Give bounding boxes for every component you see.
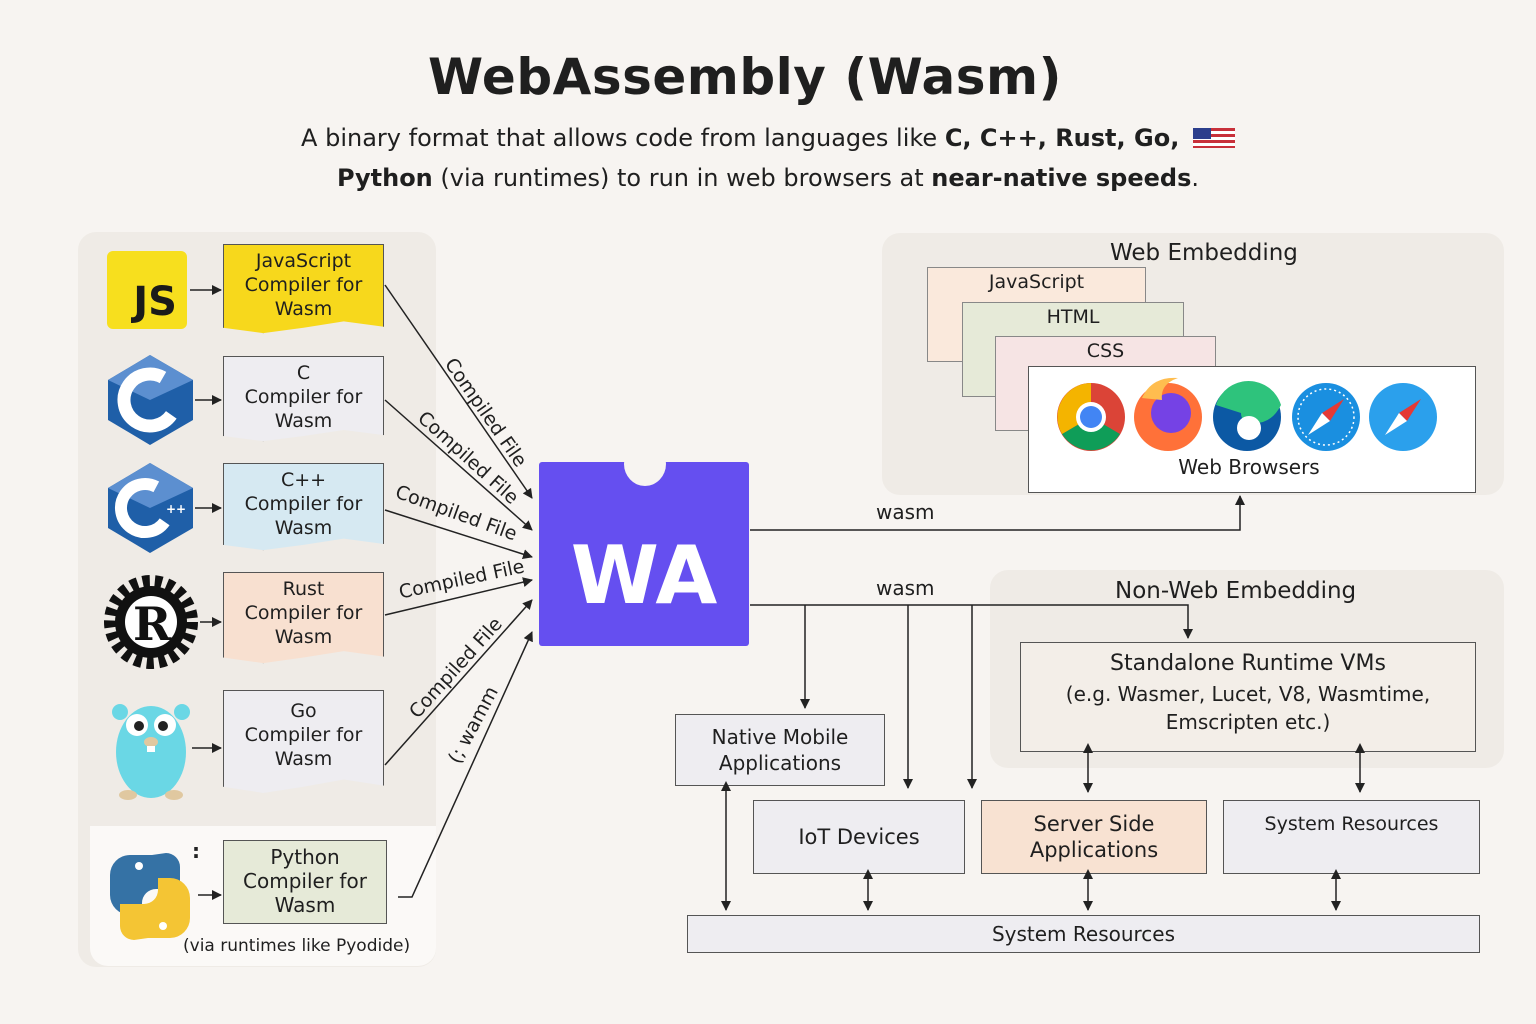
web-embedding-title: Web Embedding bbox=[1110, 240, 1298, 266]
safari-alt-icon bbox=[1369, 383, 1437, 451]
standalone-runtime-box: Standalone Runtime VMs (e.g. Wasmer, Luc… bbox=[1020, 642, 1476, 752]
system-resources-bar: System Resources bbox=[687, 915, 1480, 953]
logo-notch bbox=[624, 442, 666, 486]
us-flag-icon bbox=[1192, 128, 1235, 148]
runtime-title: Standalone Runtime VMs bbox=[1110, 651, 1386, 676]
non-web-embedding-title: Non-Web Embedding bbox=[1115, 578, 1357, 604]
javascript-icon: JS bbox=[107, 251, 187, 329]
page-title: WebAssembly (Wasm) bbox=[428, 48, 1062, 106]
wa-logo-text: WA bbox=[570, 529, 718, 622]
system-resources-box: System Resources bbox=[1223, 800, 1480, 874]
subtitle-line-2: Python (via runtimes) to run in web brow… bbox=[336, 164, 1200, 192]
safari-icon bbox=[1292, 383, 1360, 451]
chrome-icon bbox=[1057, 383, 1125, 451]
python-runtime-note: (via runtimes like Pyodide) bbox=[183, 936, 411, 956]
iot-devices-box: IoT Devices bbox=[753, 800, 965, 874]
wasm-label-web: wasm bbox=[876, 500, 935, 524]
edge-icon bbox=[1213, 380, 1281, 451]
runtime-examples-line1: (e.g. Wasmer, Lucet, V8, Wasmtime, bbox=[1065, 682, 1431, 706]
webassembly-logo: WA bbox=[539, 442, 749, 646]
subtitle-line-1: A binary format that allows code from la… bbox=[0, 124, 1536, 152]
runtime-examples-line2: Emscripten etc.) bbox=[1165, 710, 1331, 734]
web-browsers-label: Web Browsers bbox=[1178, 455, 1320, 479]
firefox-icon bbox=[1134, 377, 1202, 451]
wasm-label-nonweb: wasm bbox=[876, 576, 935, 600]
